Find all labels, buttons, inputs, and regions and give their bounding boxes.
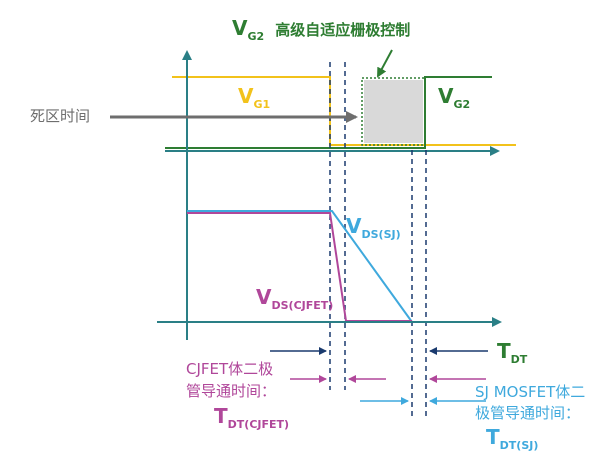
tdt-cjfet-label: TDT(CJFET) [214,404,290,431]
vds-sj-label: VDS(SJ) [346,214,401,241]
dead-time-box [364,80,423,143]
tdt-sj-label: TDT(SJ) [486,425,539,452]
adaptive-gate-outline [361,77,426,146]
vg2-top-label: VG2 高级自适应栅极控制 [232,16,411,43]
vds-sj-waveform [187,210,413,323]
cjfet-desc-line2: 管导通时间： [186,382,277,400]
sj-desc-line1: SJ MOSFET体二 [475,383,586,401]
dead-time-label: 死区时间 [30,107,91,125]
tdt-label: TDT [497,339,528,366]
cjfet-desc-line1: CJFET体二极 [186,360,274,378]
vg2-right-label: VG2 [438,84,471,111]
vg1-label: VG1 [238,84,271,111]
adaptive-gate-arrow [377,49,393,78]
vds-cjfet-label: VDS(CJFET) [256,285,334,312]
sj-desc-line2: 极管导通时间： [475,404,581,422]
adaptive-gate-control-text: 高级自适应栅极控制 [275,21,411,39]
